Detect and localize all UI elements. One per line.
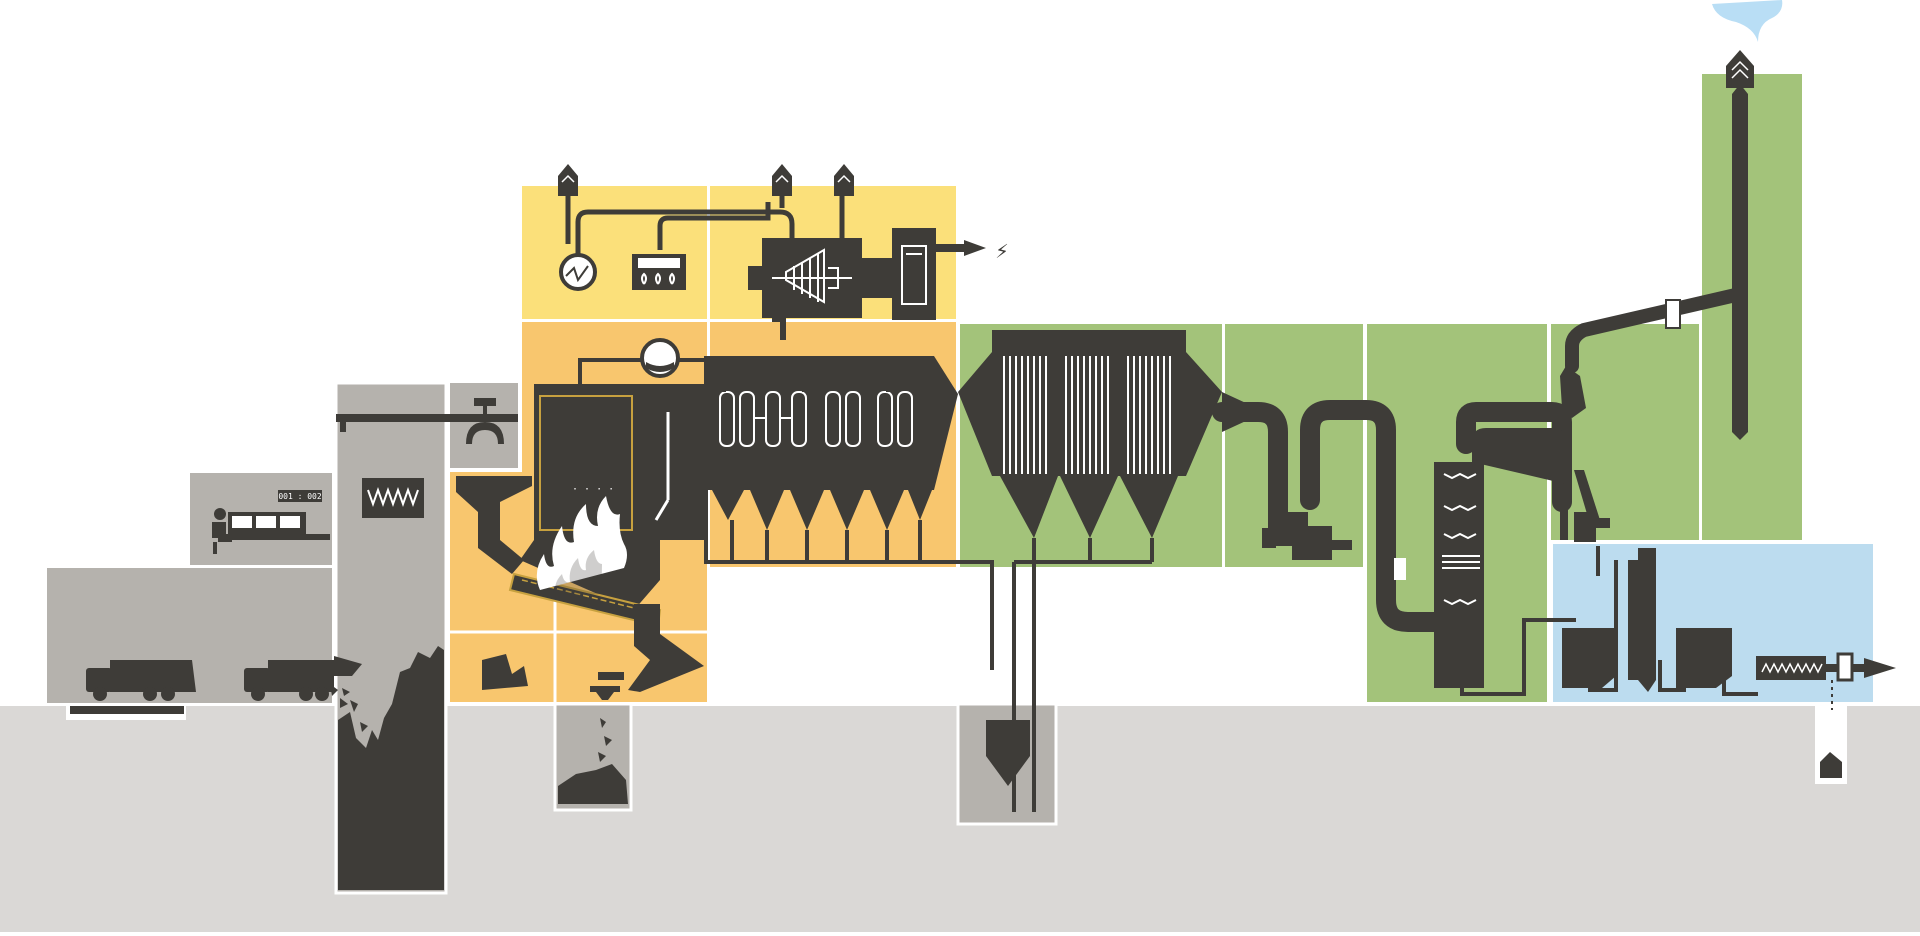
bottom-ash-discharger — [482, 604, 704, 700]
zone-heating — [522, 186, 707, 319]
flue-gas-to-stack — [1565, 287, 1747, 373]
filter-press — [1756, 652, 1896, 682]
generator — [892, 228, 986, 320]
wet-scrubber — [1434, 462, 1484, 688]
steam-turbine — [748, 238, 892, 318]
waste-bunker — [338, 646, 444, 890]
control-room-operator — [212, 490, 330, 554]
ash-conveyor-lines — [704, 490, 994, 670]
steam-outlet-arrows — [558, 164, 854, 196]
crane-gantry — [336, 414, 518, 432]
settling-column — [1628, 548, 1656, 692]
stack-emission-monitor — [1665, 299, 1681, 329]
zone-stack — [1702, 74, 1802, 540]
precipitator-plates — [1003, 356, 1171, 474]
shredder-grab — [362, 478, 424, 518]
stack-plume — [1712, 0, 1783, 42]
induced-draft-fan — [1472, 366, 1610, 542]
garbage-truck-tipping — [244, 656, 362, 708]
sludge-discharge — [1820, 680, 1842, 778]
condenser-pump — [559, 253, 597, 291]
svg-text:· · · ·: · · · · — [572, 484, 614, 495]
sedimentation-tank-2 — [1676, 628, 1732, 688]
boiler-to-turbine-pipe — [780, 318, 786, 340]
garbage-truck — [70, 660, 196, 714]
scrubber-sensor — [1394, 558, 1406, 580]
flame — [536, 496, 627, 598]
fly-ash-silo — [986, 720, 1030, 786]
power-output-icon: ⚡ — [995, 239, 1008, 264]
crane-grab — [466, 398, 504, 444]
chimney-stack — [1726, 50, 1754, 440]
steam-boiler — [654, 356, 958, 521]
boiler-drum — [640, 338, 680, 378]
feed-hopper — [456, 476, 532, 574]
boiler-ash-hoppers — [712, 490, 932, 530]
bottom-ash-pile — [558, 718, 628, 804]
sedimentation-tank-1 — [1562, 628, 1616, 688]
zone-energy — [522, 186, 956, 319]
boiler-header-pipes — [578, 308, 890, 392]
weighbridge-display: 001 : 002 — [278, 492, 322, 501]
fabric-filter — [1222, 392, 1352, 560]
superheater-bundles — [719, 391, 913, 447]
district-heating-exchanger — [632, 254, 686, 290]
